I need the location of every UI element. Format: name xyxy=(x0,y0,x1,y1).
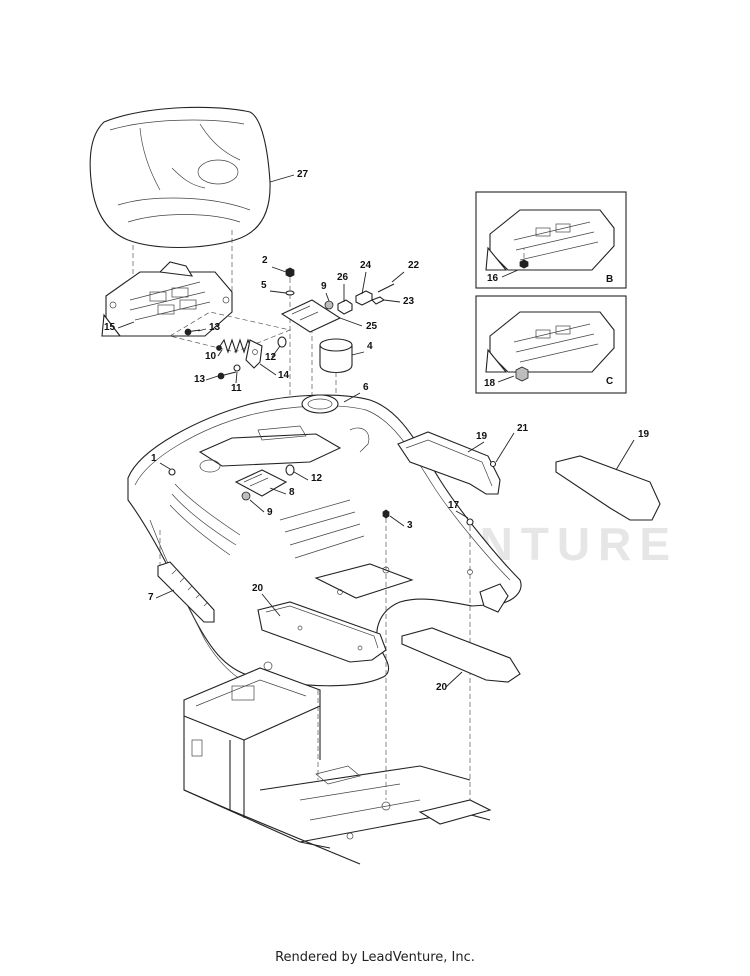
connector-part-24 xyxy=(355,290,373,306)
bushing-part-12-upper xyxy=(277,336,287,348)
screw-part-3 xyxy=(382,509,390,519)
tractor-frame xyxy=(183,661,492,865)
callout-6: 6 xyxy=(363,382,369,393)
leader-lines xyxy=(117,174,635,688)
callout-15: 15 xyxy=(104,322,116,333)
bushing-part-12-lower xyxy=(285,464,295,476)
inset-b-part-label: 16 xyxy=(487,273,499,284)
callout-19: 19 xyxy=(476,431,488,442)
nut-part-2 xyxy=(285,267,295,278)
callout-24: 24 xyxy=(360,260,372,271)
fuel-cap-part-4 xyxy=(319,338,353,374)
callout-12: 12 xyxy=(311,473,323,484)
callout-26: 26 xyxy=(337,272,349,283)
nut-part-9-lower xyxy=(241,491,251,501)
inset-c: C 18 xyxy=(475,295,627,394)
callout-12: 12 xyxy=(265,352,277,363)
callout-11: 11 xyxy=(231,383,242,394)
clip-part-23 xyxy=(371,296,386,305)
callout-14: 14 xyxy=(278,370,290,381)
callout-13: 13 xyxy=(209,322,221,333)
footrest-mat-part-19 xyxy=(397,431,501,495)
nut-part-9-upper xyxy=(324,300,334,310)
callout-13: 13 xyxy=(194,374,206,385)
callout-21: 21 xyxy=(517,423,529,434)
callout-1: 1 xyxy=(151,453,157,464)
fender-body-part-6 xyxy=(127,394,522,691)
callout-17: 17 xyxy=(448,500,460,511)
callout-5: 5 xyxy=(261,280,267,291)
loose-mat-part-19 xyxy=(555,455,661,521)
callout-20: 20 xyxy=(252,583,264,594)
nut-part-11 xyxy=(233,364,241,372)
loose-floor-mat-part-20 xyxy=(401,627,521,683)
inset-c-letter: C xyxy=(606,376,613,387)
callout-10: 10 xyxy=(205,351,217,362)
inset-c-part-label: 18 xyxy=(484,378,496,389)
inset-b: B 16 xyxy=(475,191,627,289)
callout-22: 22 xyxy=(408,260,420,271)
bolt-part-13-lower xyxy=(217,371,237,380)
spring-part-10 xyxy=(216,338,253,354)
seat-pan-part-15 xyxy=(101,261,233,337)
callout-27: 27 xyxy=(297,169,309,180)
seat-part-27 xyxy=(89,106,271,248)
bracket-part-14 xyxy=(245,339,263,369)
callout-7: 7 xyxy=(148,592,154,603)
inset-b-letter: B xyxy=(606,274,613,285)
callout-9: 9 xyxy=(267,507,273,518)
switch-part-26 xyxy=(337,299,353,315)
rail-part-7 xyxy=(157,561,215,623)
callout-2: 2 xyxy=(262,255,268,266)
bracket-part-8 xyxy=(234,469,288,497)
screw-part-22 xyxy=(377,283,395,293)
clip-part-17 xyxy=(466,518,474,526)
callout-9: 9 xyxy=(321,281,327,292)
callout-4: 4 xyxy=(367,341,373,352)
callout-8: 8 xyxy=(289,487,295,498)
callout-20: 20 xyxy=(436,682,448,693)
callout-3: 3 xyxy=(407,520,413,531)
callout-19: 19 xyxy=(638,429,650,440)
bolt-part-13 xyxy=(184,328,201,336)
floor-mat-part-20 xyxy=(257,601,387,663)
footer-credit: Rendered by LeadVenture, Inc. xyxy=(275,950,475,965)
screw-part-1 xyxy=(168,468,176,476)
callout-25: 25 xyxy=(366,321,378,332)
screw-part-21 xyxy=(489,460,497,468)
callout-23: 23 xyxy=(403,296,415,307)
